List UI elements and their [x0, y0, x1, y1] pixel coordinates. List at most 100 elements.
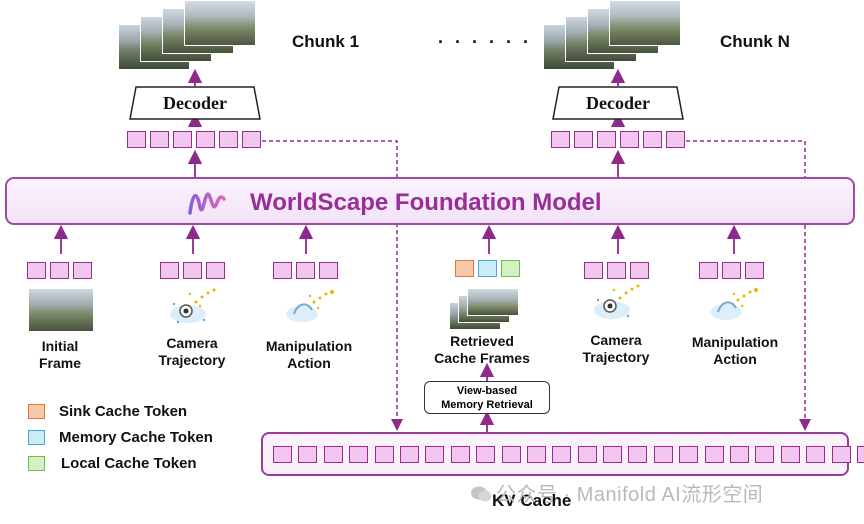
kv-token — [755, 446, 775, 463]
local-token — [501, 260, 520, 277]
kv-token — [323, 446, 343, 463]
camera-trajectory-2-label: Camera Trajectory — [582, 332, 650, 365]
kv-token — [730, 446, 750, 463]
manipulation-action-2-icon — [710, 288, 758, 320]
kv-token — [552, 446, 572, 463]
kv-token — [425, 446, 445, 463]
camera-trajectory-2-tokens — [584, 262, 649, 279]
manipulation-action-1-icon — [286, 290, 334, 322]
manipulation-action-1-tokens — [273, 262, 338, 279]
manipulation-action-1-label: Manipulation Action — [265, 338, 353, 371]
kv-token — [653, 446, 673, 463]
token — [27, 262, 46, 279]
token — [73, 262, 92, 279]
kv-token — [603, 446, 623, 463]
watermark-text: 公众号 · Manifold AI流形空间 — [496, 484, 764, 506]
legend-sink-label: Sink Cache Token — [59, 403, 188, 420]
token — [50, 262, 69, 279]
chunk-n-frames-image — [543, 0, 683, 72]
watermark: 公众号 · Manifold AI流形空间 — [470, 478, 763, 507]
legend-sink: Sink Cache Token — [28, 403, 187, 420]
token — [722, 262, 741, 279]
token — [219, 131, 238, 148]
token — [607, 262, 626, 279]
foundation-model-bar: WorldScape Foundation Model — [5, 177, 855, 225]
kv-cache-label: KV Cache — [492, 491, 572, 510]
token — [183, 262, 202, 279]
token — [196, 131, 215, 148]
wave-logo-icon — [188, 192, 226, 215]
legend-sink-swatch — [28, 404, 45, 419]
kv-token — [704, 446, 724, 463]
kv-token — [476, 446, 496, 463]
token — [206, 262, 225, 279]
retrieved-cache-frames-image — [449, 288, 519, 330]
token — [666, 131, 685, 148]
retrieved-cache-frames-label: Retrieved Cache Frames — [434, 333, 530, 366]
kv-token — [628, 446, 648, 463]
initial-frame-label: Initial Frame — [38, 338, 82, 371]
camera-trajectory-1-icon — [170, 288, 216, 324]
kv-token — [780, 446, 800, 463]
token — [319, 262, 338, 279]
camera-trajectory-1-tokens — [160, 262, 225, 279]
kv-token — [501, 446, 521, 463]
token — [150, 131, 169, 148]
token — [551, 131, 570, 148]
token — [127, 131, 146, 148]
kv-cache-tokens — [273, 446, 864, 463]
chunk-n-label: Chunk N — [720, 32, 790, 51]
token — [584, 262, 603, 279]
camera-trajectory-2-icon — [594, 284, 640, 319]
token — [273, 262, 292, 279]
legend-memory-label: Memory Cache Token — [59, 429, 213, 446]
input-arrows — [53, 68, 742, 432]
kv-token — [399, 446, 419, 463]
wechat-icon — [471, 486, 492, 502]
token — [620, 131, 639, 148]
chunk-n-output-tokens — [551, 131, 685, 148]
decoder-1-label: Decoder — [163, 93, 227, 113]
decoder-n-box — [552, 86, 684, 120]
manipulation-action-2-tokens — [699, 262, 764, 279]
kv-token — [526, 446, 546, 463]
kv-token — [806, 446, 826, 463]
view-based-memory-retrieval-box: View-based Memory Retrieval — [424, 381, 550, 414]
token — [574, 131, 593, 148]
token — [242, 131, 261, 148]
token — [630, 262, 649, 279]
kv-cache-bar — [261, 432, 864, 476]
kv-token — [374, 446, 394, 463]
decoder-1-box — [129, 86, 261, 120]
legend-local-label: Local Cache Token — [61, 455, 197, 472]
token — [597, 131, 616, 148]
legend-local: Local Cache Token — [28, 455, 197, 472]
kv-token — [349, 446, 369, 463]
token — [643, 131, 662, 148]
kv-token — [831, 446, 851, 463]
legend-local-swatch — [28, 456, 45, 471]
decoder-n-label: Decoder — [586, 93, 650, 113]
chunk-1-label: Chunk 1 — [292, 32, 360, 51]
token — [745, 262, 764, 279]
ellipsis: · · · · · · — [438, 32, 532, 52]
initial-frame-image — [28, 288, 94, 332]
retrieval-label: View-based Memory Retrieval — [441, 385, 533, 411]
legend-memory: Memory Cache Token — [28, 429, 213, 446]
chunk-1-output-tokens — [127, 131, 261, 148]
kv-token — [679, 446, 699, 463]
retrieved-cache-tokens — [455, 260, 520, 277]
chunk-1-frames-image — [118, 0, 258, 72]
kv-token — [298, 446, 318, 463]
token — [160, 262, 179, 279]
token — [296, 262, 315, 279]
memory-token — [478, 260, 497, 277]
kv-token — [273, 446, 292, 463]
manipulation-action-2-label: Manipulation Action — [691, 334, 779, 367]
model-title: WorldScape Foundation Model — [250, 189, 602, 216]
kv-feed-dashed — [262, 140, 811, 431]
token — [699, 262, 718, 279]
camera-trajectory-1-label: Camera Trajectory — [158, 335, 226, 368]
